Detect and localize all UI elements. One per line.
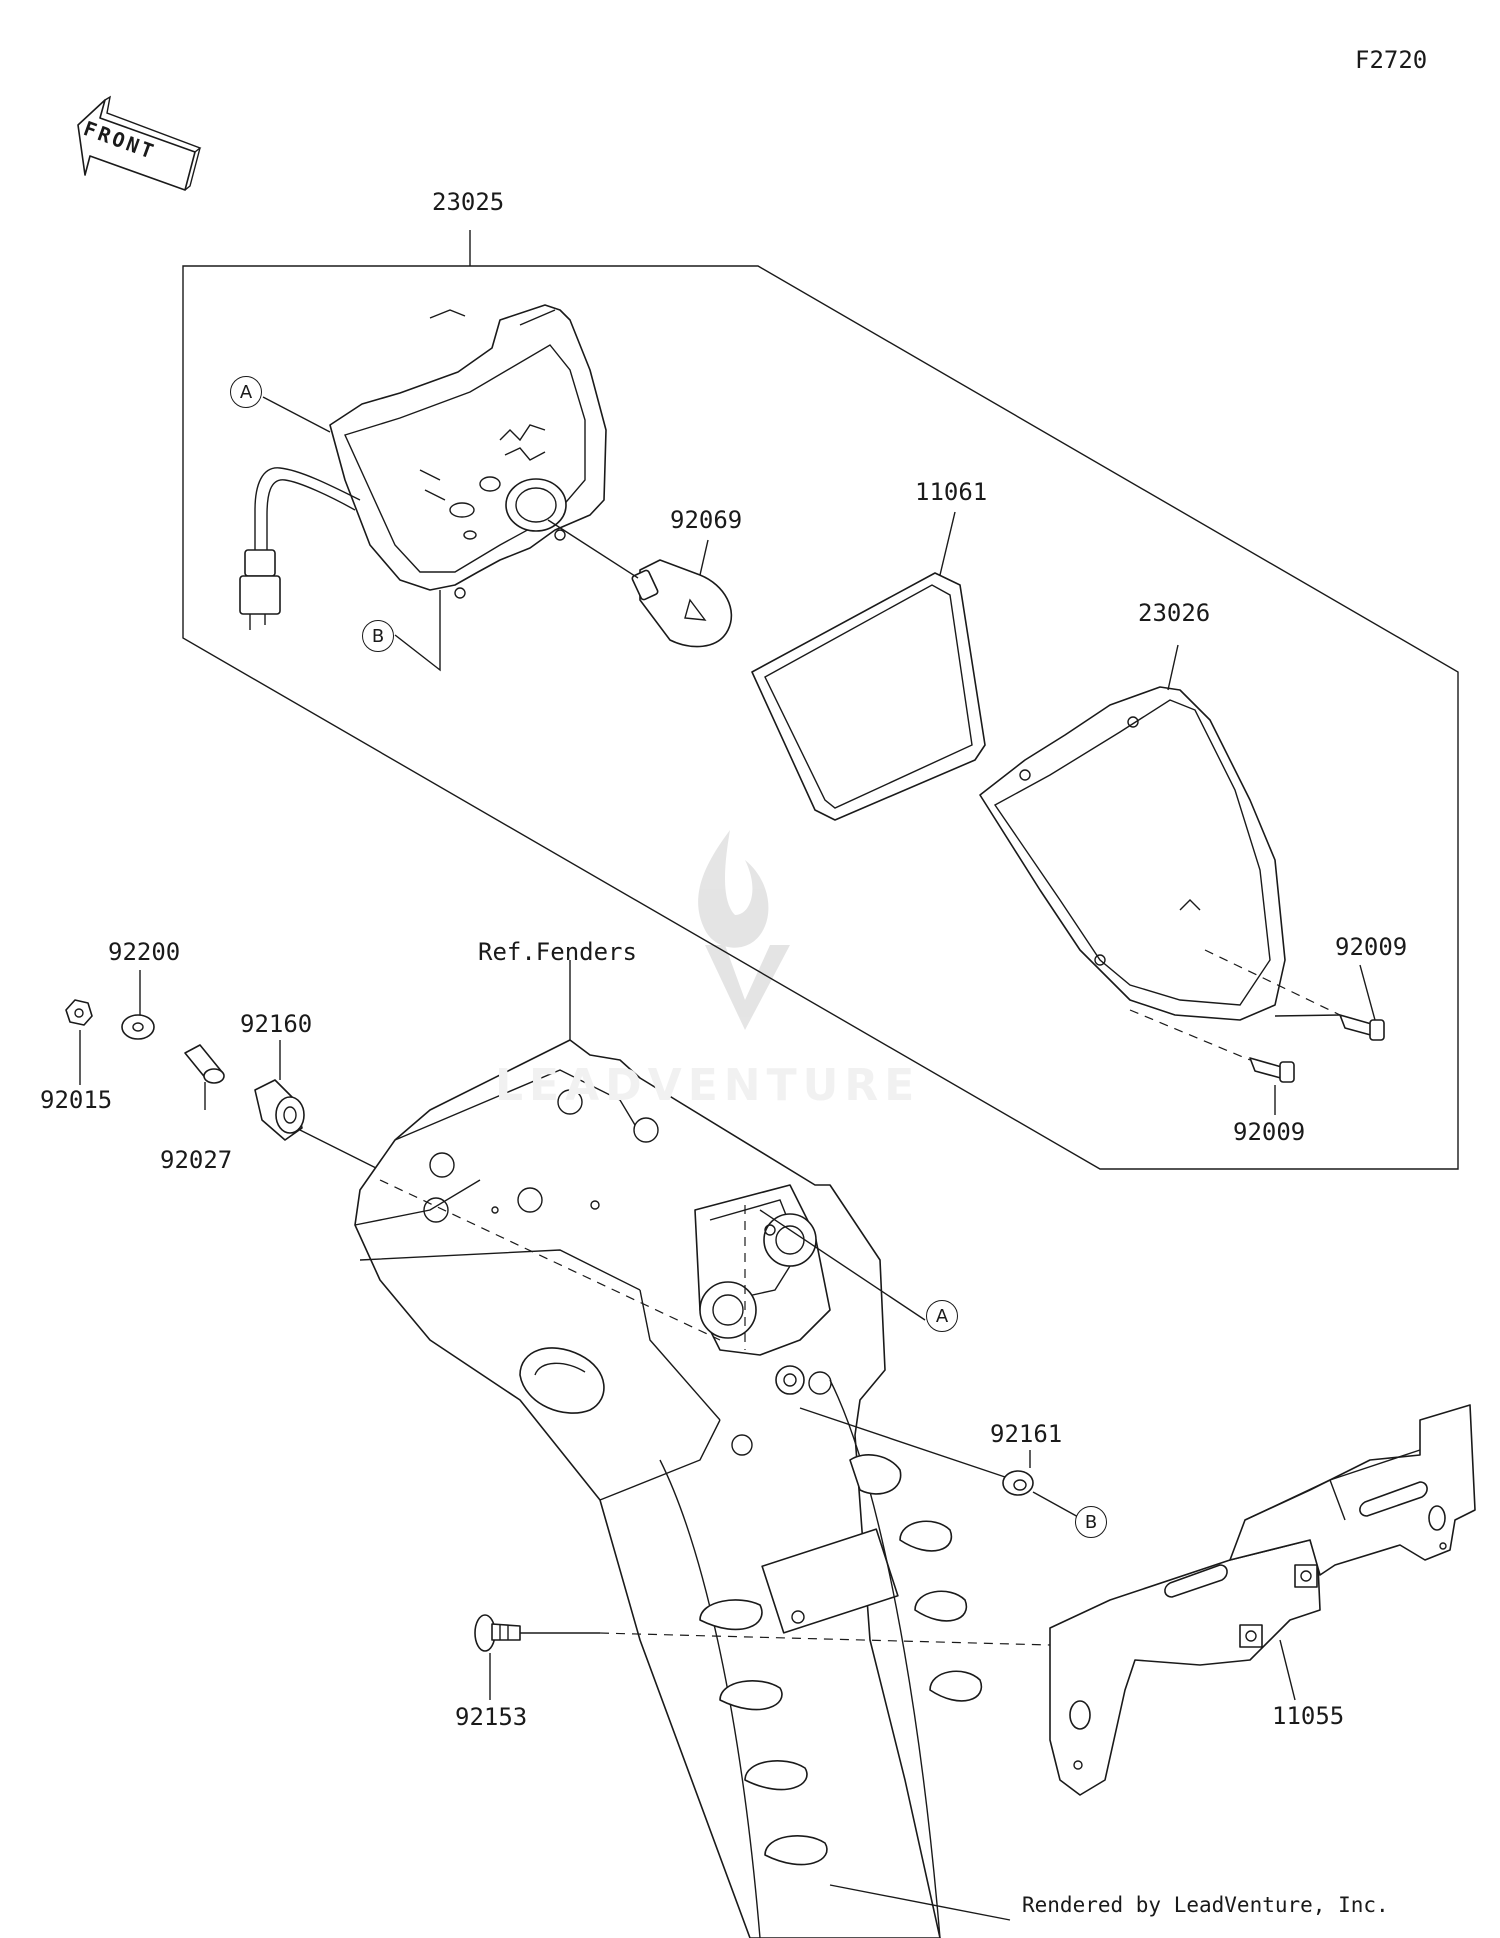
callout-b-bottom: B bbox=[1075, 1506, 1107, 1538]
part-number-11055: 11055 bbox=[1272, 1702, 1345, 1730]
leader-11061 bbox=[939, 511, 956, 576]
frame-edge-line bbox=[829, 1884, 1011, 1921]
watermark-text: LEADVENTURE bbox=[495, 1060, 921, 1111]
bulb bbox=[547, 519, 733, 648]
part-number-92200: 92200 bbox=[108, 938, 181, 966]
callout-a-bottom: A bbox=[926, 1300, 958, 1332]
screw-upper bbox=[1339, 1014, 1385, 1041]
plate-bracket bbox=[1049, 1404, 1476, 1796]
axis-92161 bbox=[799, 1407, 1006, 1478]
ref-fenders-label: Ref.Fenders bbox=[478, 938, 637, 966]
screw-lower bbox=[1249, 1057, 1295, 1083]
screw-axis-upper bbox=[1204, 949, 1341, 1016]
bolt-92153 bbox=[474, 1614, 521, 1652]
part-number-11061: 11061 bbox=[915, 478, 988, 506]
grommet-92160 bbox=[254, 1079, 305, 1141]
leader-a-top bbox=[262, 396, 331, 433]
collar-92027 bbox=[184, 1044, 225, 1084]
part-number-92009-lower: 92009 bbox=[1233, 1118, 1306, 1146]
credit-text: Rendered by LeadVenture, Inc. bbox=[1022, 1893, 1389, 1917]
fender-bracket bbox=[354, 1039, 983, 1938]
callout-a-top: A bbox=[230, 376, 262, 408]
leader-b-top bbox=[394, 590, 441, 672]
leader-92009-upper bbox=[1359, 964, 1376, 1021]
nut-92161 bbox=[1002, 1470, 1034, 1496]
part-number-92160: 92160 bbox=[240, 1010, 313, 1038]
part-number-92015: 92015 bbox=[40, 1086, 113, 1114]
part-number-92009-upper: 92009 bbox=[1335, 933, 1408, 961]
nut-92015 bbox=[65, 999, 93, 1026]
front-arrow-icon bbox=[77, 95, 202, 191]
part-number-23025: 23025 bbox=[432, 188, 505, 216]
watermark-logo bbox=[698, 830, 790, 1030]
leader-92069 bbox=[699, 539, 709, 576]
leader-a-bottom bbox=[759, 1209, 926, 1321]
leader-11055 bbox=[1279, 1639, 1296, 1701]
bolt-axis bbox=[599, 1632, 1051, 1646]
leader-23026 bbox=[1167, 644, 1179, 691]
part-number-92069: 92069 bbox=[670, 506, 743, 534]
lens bbox=[979, 686, 1286, 1021]
washer-92200 bbox=[121, 1014, 155, 1040]
gasket bbox=[751, 572, 986, 821]
screw-axis-lower bbox=[1129, 1009, 1251, 1061]
tail-light-housing bbox=[239, 304, 607, 630]
part-number-92153: 92153 bbox=[455, 1703, 528, 1731]
part-number-92161: 92161 bbox=[990, 1420, 1063, 1448]
figure-id: F2720 bbox=[1355, 46, 1428, 74]
kit-outline bbox=[182, 265, 1459, 1170]
callout-b-top: B bbox=[362, 620, 394, 652]
part-number-92027: 92027 bbox=[160, 1146, 233, 1174]
part-number-23026: 23026 bbox=[1138, 599, 1211, 627]
leader-b-bottom bbox=[1032, 1491, 1081, 1519]
